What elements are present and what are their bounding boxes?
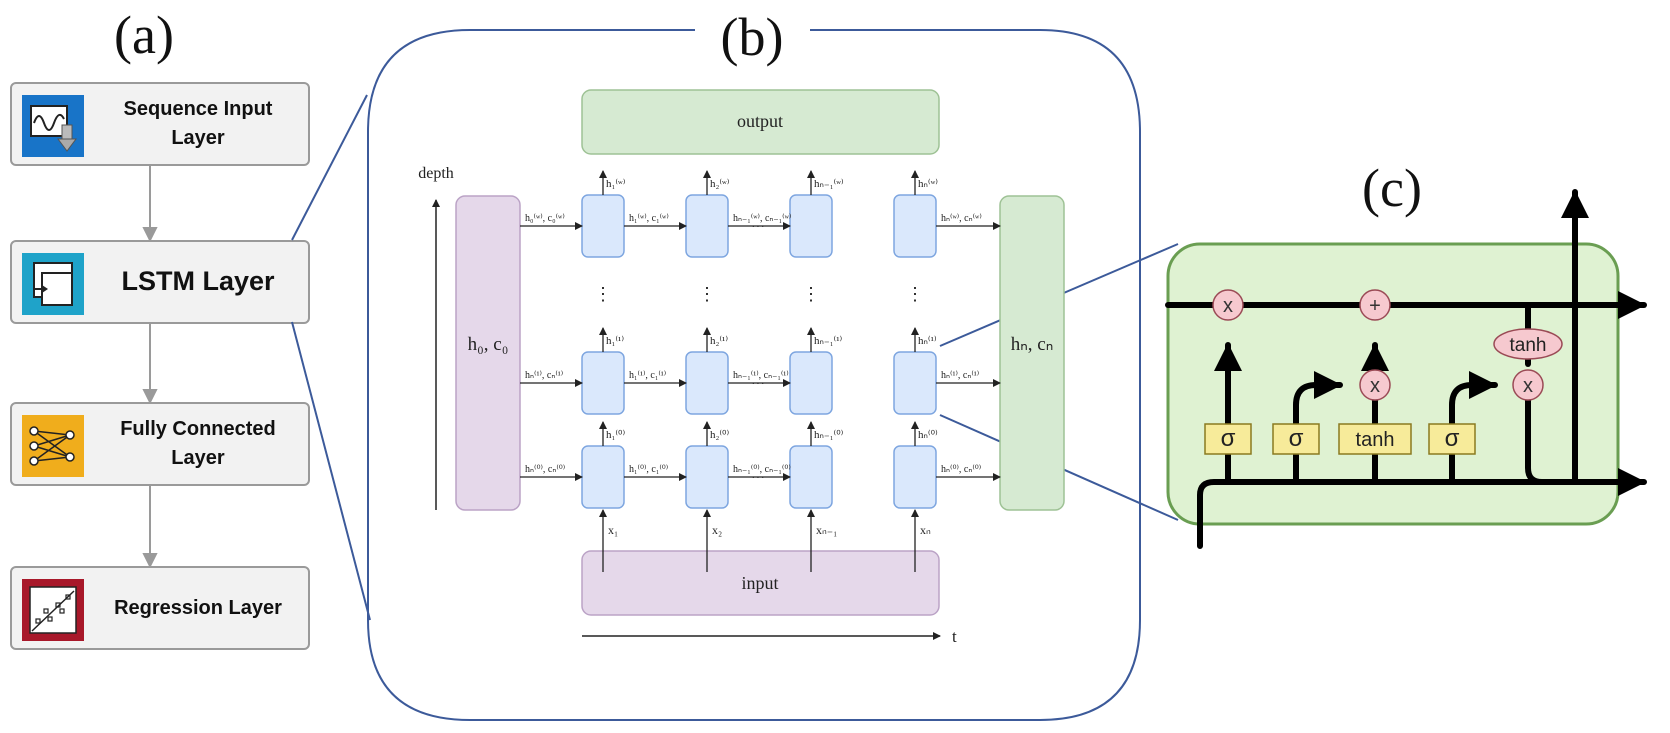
input-label: x₁ [608,523,618,537]
state-label: h₁⁽¹⁾, c₁⁽¹⁾ [629,370,666,381]
zoom-line-a-b-top [291,94,368,241]
tanh-op [1493,328,1563,360]
lstm-layer: LSTM Layer [10,240,310,324]
lstm-unit-grid: h₁⁽ʷ⁾ h₂⁽ʷ⁾ hₙ₋₁⁽ʷ⁾ hₙ⁽ʷ⁾ h₀⁽ʷ⁾, c₀⁽ʷ⁾ h₁⁽ʷ⁾,… [520,170,1001,572]
pointwise-op-label: x [1370,375,1380,397]
gate-layer [1338,423,1412,455]
state-label: hₙ₋₁⁽¹⁾, cₙ₋₁⁽¹⁾ [733,370,789,381]
lstm-icon [22,253,84,315]
regression-icon [22,579,84,641]
state-label: hₙ⁽⁰⁾, cₙ⁽⁰⁾ [941,464,981,475]
final-state-box [999,195,1065,511]
fully-connected-icon [22,415,84,477]
lstm-layer-label: LSTM Layer [121,266,275,297]
input-label: xₙ₋₁ [816,523,837,537]
gate-label: tanh [1356,429,1395,451]
gate-label: σ [1445,425,1460,452]
sequence-input-icon [22,95,84,157]
panel-label-c: (c) [1362,158,1422,218]
pointwise-op [1512,369,1544,401]
depth-label: depth [418,165,454,182]
hidden-output-label: h₁⁽¹⁾ [606,335,624,347]
lstm-unit [789,351,833,415]
tanh-op-label: tanh [1510,335,1547,356]
state-label: hₙ⁽¹⁾, cₙ⁽¹⁾ [941,370,979,381]
pointwise-op-label: + [1369,295,1381,317]
lstm-unit [893,445,937,509]
state-label: hₙ⁽⁰⁾, cₙ⁽⁰⁾ [525,464,565,475]
hidden-output-label: h₂⁽ʷ⁾ [710,178,730,190]
ellipsis: ··· [751,471,765,486]
lstm-unit [581,194,625,258]
lstm-unit [581,351,625,415]
panel-label-a: (a) [114,5,174,65]
final-state-label: hₙ, cₙ [1011,334,1054,355]
panel-b-frame [367,29,1141,721]
gate-label: σ [1221,425,1236,452]
state-label: h₀⁽ʷ⁾, c₀⁽ʷ⁾ [525,213,565,224]
state-label: hₙ₋₁⁽ʷ⁾, cₙ₋₁⁽ʷ⁾ [733,213,791,224]
hidden-output-label: h₁⁽⁰⁾ [606,429,625,441]
input-box [581,550,940,616]
state-label: h₁⁽⁰⁾, c₁⁽⁰⁾ [629,464,668,475]
regression-layer: Regression Layer [10,566,310,650]
pointwise-op [1359,289,1391,321]
pointwise-op [1359,369,1391,401]
time-label: t [952,627,957,646]
layer-connectors [142,166,158,569]
input-label: xₙ [920,523,931,537]
ellipsis: ··· [751,377,765,392]
lstm-unit [685,194,729,258]
gate-layer [1204,423,1252,455]
output-label: output [737,111,783,131]
pointwise-op [1212,289,1244,321]
hidden-output-label: h₂⁽⁰⁾ [710,429,729,441]
gate-label: σ [1289,425,1304,452]
vertical-ellipsis: ⋮ [698,284,716,304]
hidden-output-label: hₙ₋₁⁽¹⁾ [814,335,843,347]
vertical-ellipsis: ⋮ [802,284,820,304]
initial-state-label: h₀, c₀ [468,334,509,355]
hidden-output-label: hₙ⁽¹⁾ [918,335,937,347]
vertical-ellipsis: ⋮ [594,284,612,304]
vertical-ellipsis: ⋮ [906,284,924,304]
sequence-input-layer-label: Sequence Input Layer [123,98,273,149]
initial-state-box [455,195,521,511]
lstm-unit [789,445,833,509]
lstm-unit [893,351,937,415]
state-label: hₙ⁽¹⁾, cₙ⁽¹⁾ [525,370,563,381]
pointwise-op-label: x [1523,375,1533,397]
gate-layer [1428,423,1476,455]
state-label: hₙ⁽ʷ⁾, cₙ⁽ʷ⁾ [941,213,982,224]
hidden-output-label: h₁⁽ʷ⁾ [606,178,626,190]
input-label: x₂ [712,523,722,537]
lstm-unit [581,445,625,509]
gate-layer [1272,423,1320,455]
hidden-output-label: hₙ⁽⁰⁾ [918,429,938,441]
output-box [581,89,940,155]
hidden-output-label: hₙ₋₁⁽ʷ⁾ [814,178,844,190]
hidden-output-label: hₙ₋₁⁽⁰⁾ [814,429,844,441]
zoom-line-a-b-bottom [291,321,371,621]
lstm-unit [789,194,833,258]
sequence-input-layer: Sequence Input Layer [10,82,310,166]
lstm-cell-gates: x + x x tanh σ σ tanh σ [1204,289,1563,455]
state-label: hₙ₋₁⁽⁰⁾, cₙ₋₁⁽⁰⁾ [733,464,791,475]
lstm-unit [685,351,729,415]
fully-connected-layer: Fully Connected Layer [10,402,310,486]
pointwise-op-label: x [1223,295,1233,317]
state-label: h₁⁽ʷ⁾, c₁⁽ʷ⁾ [629,213,669,224]
fully-connected-layer-label: Fully Connected Layer [120,418,276,469]
lstm-unit [893,194,937,258]
ellipsis: ··· [751,220,765,235]
hidden-output-label: hₙ⁽ʷ⁾ [918,178,938,190]
lstm-unit [685,445,729,509]
input-label: input [741,573,778,593]
regression-layer-label: Regression Layer [114,596,282,619]
hidden-output-label: h₂⁽¹⁾ [710,335,728,347]
panel-label-b: (b) [721,7,784,67]
